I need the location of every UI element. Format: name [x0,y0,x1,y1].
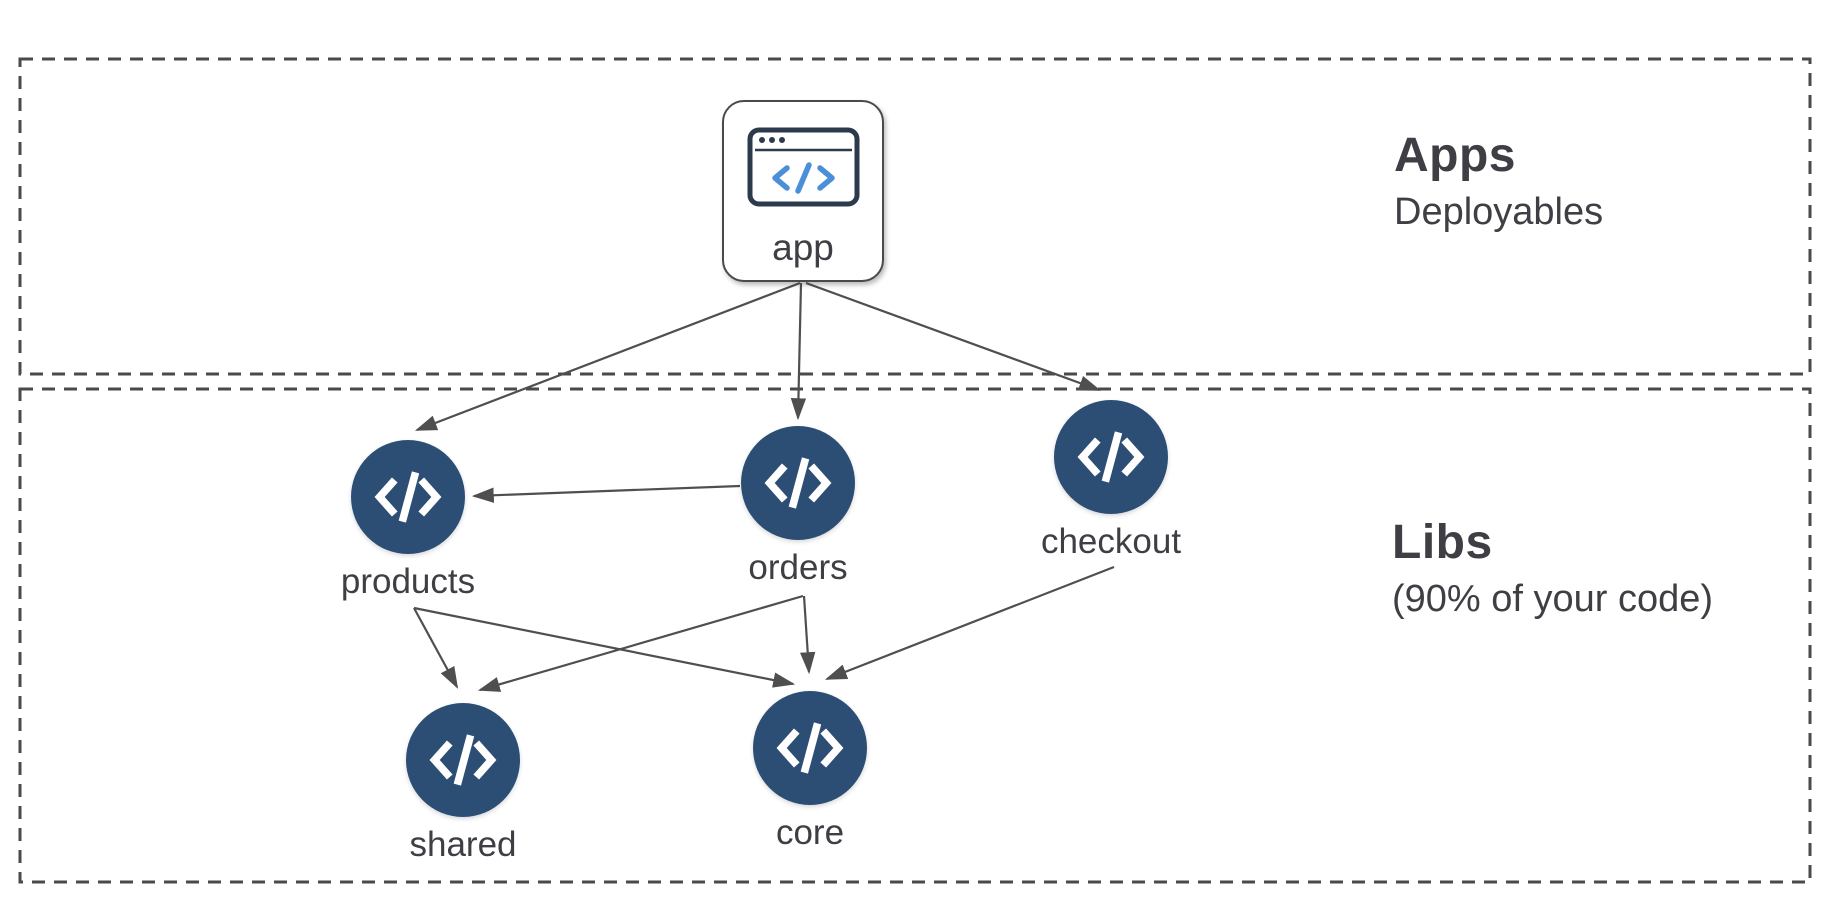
edge-orders-to-products [471,484,741,503]
apps-band-title: Apps [1394,129,1516,182]
products-circle [351,440,465,554]
core-circle [753,691,867,805]
band-outline-libs [18,387,1812,884]
node-checkout: checkout [1031,400,1191,564]
code-icon [374,471,442,523]
orders-circle [741,426,855,540]
code-icon [1077,431,1145,483]
node-app: app [722,100,884,282]
node-app-label: app [772,227,834,268]
edge-app-to-products [414,281,801,432]
edge-app-to-checkout [805,281,1102,392]
band-outline-apps [18,57,1812,376]
node-core-label: core [775,813,845,852]
node-shared-label: shared [409,825,517,864]
libs-band-subtitle: (90% of your code) [1392,578,1714,621]
node-products: products [328,440,488,604]
edge-checkout-to-core [824,565,1115,681]
code-icon [429,734,497,786]
node-core: core [730,691,890,855]
node-checkout-label: checkout [1040,522,1182,561]
apps-band-subtitle: Deployables [1394,191,1604,234]
node-shared: shared [383,703,543,867]
edge-products-to-shared [413,607,459,689]
edge-products-to-core [413,606,796,688]
code-icon [771,162,835,194]
checkout-circle [1054,400,1168,514]
libs-band-title-block: Libs (90% of your code) [1392,515,1713,623]
apps-band-title-block: Apps Deployables [1394,128,1603,236]
code-icon [764,457,832,509]
node-products-label: products [340,562,476,601]
edge-orders-to-shared [477,594,804,692]
shared-circle [406,703,520,817]
edge-orders-to-core [800,595,816,675]
node-orders: orders [718,426,878,590]
edge-app-to-orders [790,282,807,421]
node-orders-label: orders [748,548,848,587]
browser-window-icon [747,127,859,207]
code-icon [776,722,844,774]
libs-band-title: Libs [1392,516,1493,569]
